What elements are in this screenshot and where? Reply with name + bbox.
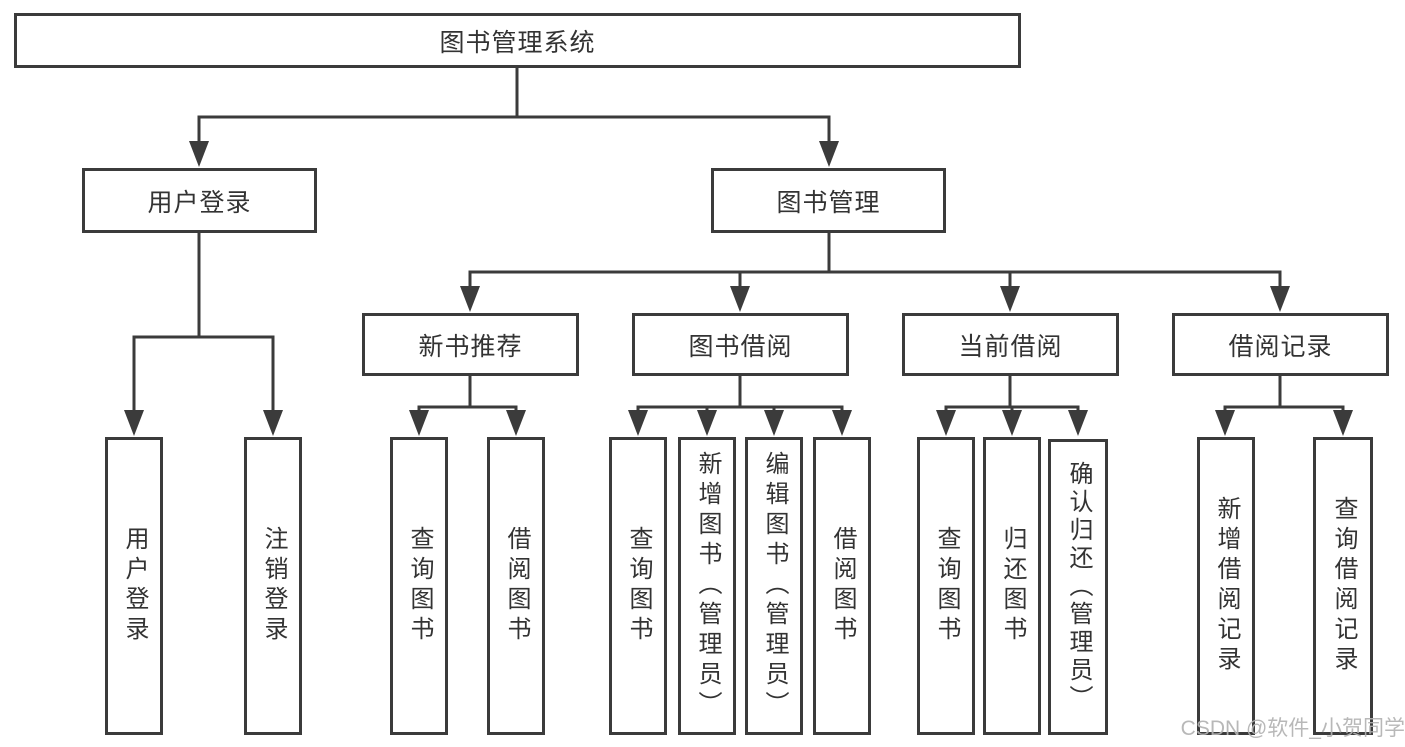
leaf-borrow-add-books-admin: 新增图书（管理员） [678,437,736,735]
leaf-borrow-edit-books-admin: 编辑图书（管理员） [745,437,803,735]
leaf-current-return-books: 归还图书 [983,437,1041,735]
leaf-current-query-books-label: 查询图书 [933,526,960,646]
leaf-borrow-query-books-label: 查询图书 [625,526,652,646]
node-library-system-label: 图书管理系统 [439,28,596,57]
node-borrow-records-label: 借阅记录 [1228,332,1333,361]
arrowheads [124,141,1353,436]
leaf-logout: 注销登录 [244,437,302,735]
node-library-system: 图书管理系统 [14,13,1021,68]
leaf-current-confirm-return-admin: 确认归还（管理员） [1048,439,1108,735]
leaf-records-query-record-label: 查询借阅记录 [1330,496,1357,676]
leaf-borrow-add-books-admin-label: 新增图书（管理员） [694,451,721,721]
leaf-user-login-label: 用户登录 [121,526,148,646]
leaf-current-return-books-label: 归还图书 [999,526,1026,646]
leaf-current-query-books: 查询图书 [917,437,975,735]
leaf-borrow-query-books: 查询图书 [609,437,667,735]
leaf-records-add-record-label: 新增借阅记录 [1213,496,1240,676]
leaf-records-query-record: 查询借阅记录 [1313,437,1373,735]
node-borrow-records: 借阅记录 [1172,313,1389,376]
node-book-management-label: 图书管理 [776,188,881,217]
leaf-current-confirm-return-admin-label: 确认归还（管理员） [1065,461,1092,713]
node-current-borrow-label: 当前借阅 [958,332,1063,361]
leaf-user-login: 用户登录 [105,437,163,735]
leaf-recommend-query-books: 查询图书 [390,437,448,735]
leaf-recommend-query-books-label: 查询图书 [406,526,433,646]
node-user-login-label: 用户登录 [147,188,252,217]
leaf-recommend-borrow-books: 借阅图书 [487,437,545,735]
node-current-borrow: 当前借阅 [902,313,1119,376]
leaf-logout-label: 注销登录 [260,526,287,646]
node-new-book-recommend: 新书推荐 [362,313,579,376]
node-book-borrow-label: 图书借阅 [688,332,793,361]
csdn-watermark: CSDN @软件_小贺同学 [1180,717,1405,740]
node-book-management: 图书管理 [711,168,946,233]
leaf-records-add-record: 新增借阅记录 [1197,437,1255,735]
node-user-login: 用户登录 [82,168,317,233]
node-book-borrow: 图书借阅 [632,313,849,376]
node-new-book-recommend-label: 新书推荐 [418,332,523,361]
leaf-borrow-borrow-books: 借阅图书 [813,437,871,735]
leaf-borrow-edit-books-admin-label: 编辑图书（管理员） [761,451,788,721]
leaf-borrow-borrow-books-label: 借阅图书 [829,526,856,646]
leaf-recommend-borrow-books-label: 借阅图书 [503,526,530,646]
